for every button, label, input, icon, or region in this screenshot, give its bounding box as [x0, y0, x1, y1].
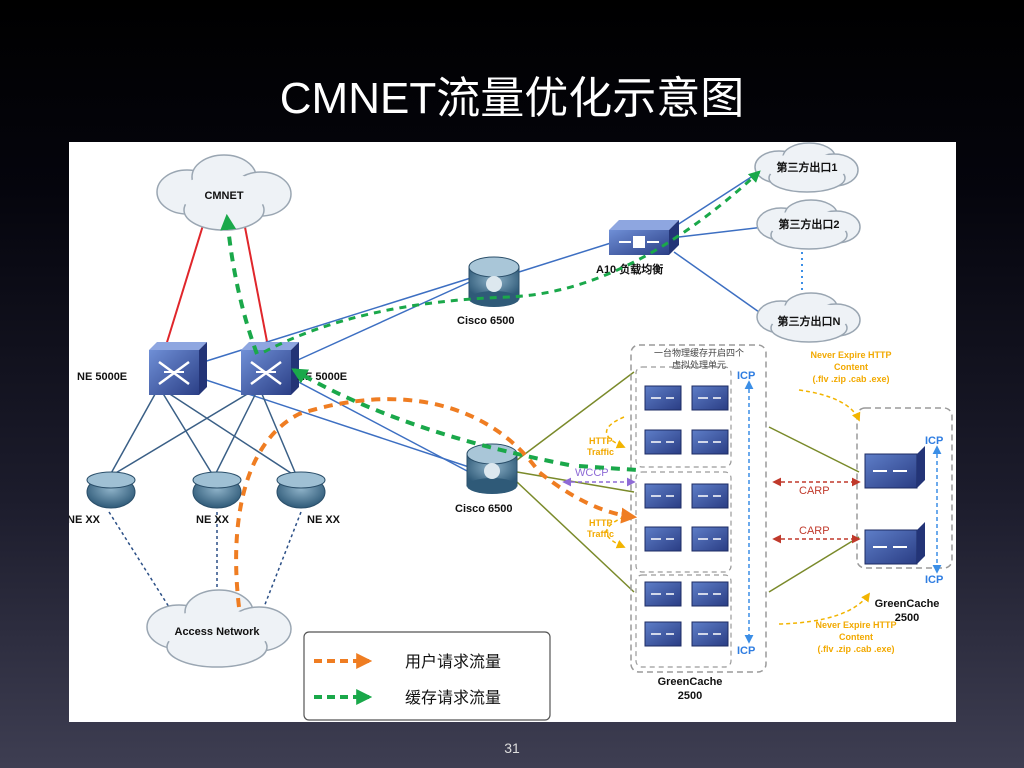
- exit1-cloud: 第三方出口1: [754, 142, 859, 193]
- cisco-top-label: Cisco 6500: [457, 315, 514, 327]
- legend-cache-request: 缓存请求流量: [314, 689, 501, 707]
- ne-xx-2-label: NE XX: [196, 514, 230, 526]
- slide-title: CMNET流量优化示意图: [279, 74, 745, 123]
- cisco-6500-mid-router-icon: Cisco 6500: [455, 443, 518, 515]
- cache-name-line2: 2500: [678, 690, 702, 702]
- cache-note-line2: 虚拟处理单元: [672, 359, 726, 370]
- carp-label-1: CARP: [799, 485, 830, 497]
- http-traffic-2a: HTTP: [589, 518, 613, 528]
- cache-icp-bottom: ICP: [737, 645, 755, 657]
- cache-name-line1: GreenCache: [658, 676, 723, 688]
- never-bot-3: (.flv .zip .cab .exe): [817, 644, 894, 654]
- ne5000e-left-label: NE 5000E: [77, 371, 127, 383]
- a10-load-balancer-icon: A10 负载均衡: [596, 220, 679, 276]
- never-bot-1: Never Expire HTTP: [815, 620, 896, 630]
- greencache-group: 一台物理缓存开启四个 虚拟处理单元 ICP ICP: [630, 344, 767, 702]
- never-top-2: Content: [834, 362, 868, 372]
- cache-icp-top: ICP: [737, 370, 755, 382]
- cmnet-cloud: CMNET: [156, 154, 292, 231]
- never-top-3: (.flv .zip .cab .exe): [812, 374, 889, 384]
- ne-xx-router-2-icon: NE XX: [192, 471, 242, 526]
- legend-user-request-label: 用户请求流量: [405, 653, 501, 671]
- ne5000e-left-switch-icon: NE 5000E: [77, 342, 207, 395]
- legend: 用户请求流量 缓存请求流量: [303, 631, 551, 721]
- cache-note-line1: 一台物理缓存开启四个: [654, 347, 744, 358]
- ne-xx-router-1-icon: NE XX: [69, 471, 136, 526]
- legend-cache-request-label: 缓存请求流量: [405, 689, 501, 707]
- ne-xx-1-label: NE XX: [69, 514, 101, 526]
- exitn-cloud: 第三方出口N: [756, 292, 861, 343]
- right-name-line1: GreenCache: [875, 598, 940, 610]
- links: [108, 171, 860, 608]
- cache-server-icons: [644, 385, 729, 647]
- right-name-line2: 2500: [895, 612, 919, 624]
- access-network-label: Access Network: [175, 626, 261, 638]
- right-icp-top: ICP: [925, 435, 943, 447]
- never-top-1: Never Expire HTTP: [810, 350, 891, 360]
- http-traffic-2b: Traffic: [587, 529, 614, 539]
- http-traffic-1a: HTTP: [589, 436, 613, 446]
- exit2-label: 第三方出口2: [778, 217, 839, 231]
- exitn-label: 第三方出口N: [778, 314, 841, 328]
- cisco-6500-top-router-icon: Cisco 6500: [457, 256, 520, 327]
- http-traffic-1b: Traffic: [587, 447, 614, 457]
- wccp-label: WCCP: [575, 467, 609, 479]
- ne-xx-router-3-icon: NE XX: [276, 471, 341, 526]
- a10-label: A10 负载均衡: [596, 262, 663, 276]
- cmnet-label: CMNET: [204, 190, 243, 202]
- greencache-right: ICP ICP GreenCache 2500: [856, 407, 953, 624]
- protocol-arrows: HTTP Traffic HTTP Traffic WCCP CARP CARP…: [562, 350, 897, 654]
- right-icp-bottom: ICP: [925, 574, 943, 586]
- never-bot-2: Content: [839, 632, 873, 642]
- legend-user-request: 用户请求流量: [314, 653, 501, 671]
- carp-label-2: CARP: [799, 525, 830, 537]
- access-network-cloud: Access Network: [146, 589, 292, 668]
- exit1-label: 第三方出口1: [776, 160, 837, 174]
- ne-xx-3-label: NE XX: [307, 514, 341, 526]
- page-number: 31: [504, 740, 520, 756]
- network-diagram: CMNET Access Network 第三方出口1 第三方出口2: [69, 142, 956, 722]
- cache-request-flow: [220, 170, 761, 472]
- exit2-cloud: 第三方出口2: [756, 199, 861, 250]
- cisco-mid-label: Cisco 6500: [455, 503, 512, 515]
- user-request-flow: [234, 397, 638, 608]
